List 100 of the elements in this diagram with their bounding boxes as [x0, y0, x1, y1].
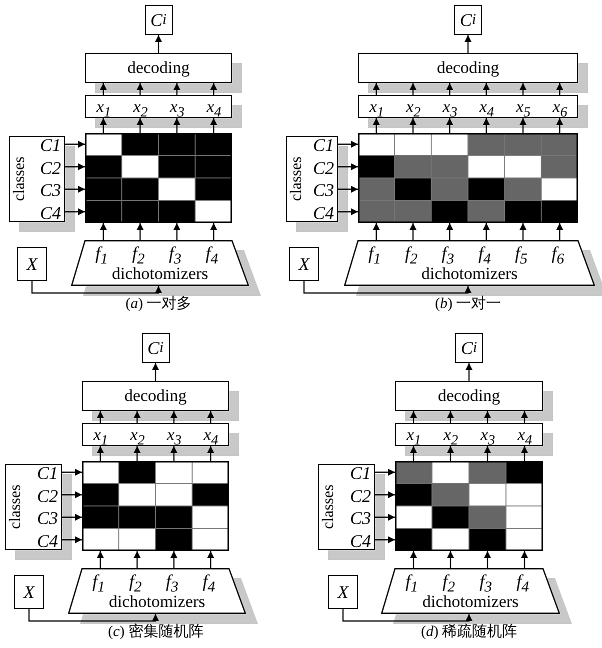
- arrow: [65, 163, 85, 170]
- class-label: C1: [312, 136, 334, 154]
- output-symbol: x$_{2}$: [406, 98, 421, 120]
- arrow: [484, 446, 491, 461]
- panel-caption: (c) 密集随机阵: [108, 625, 204, 640]
- class-label: C1: [350, 464, 371, 482]
- class-label: C3: [350, 509, 371, 528]
- classifier-label: f$_{3}$: [168, 244, 182, 268]
- arrow: [556, 83, 564, 95]
- classes-box: [318, 464, 375, 550]
- arrow: [210, 83, 218, 95]
- output-vector-box: [82, 423, 229, 446]
- arrow: [136, 83, 144, 95]
- arrow: [303, 281, 472, 294]
- arrow: [521, 446, 528, 461]
- arrow: [446, 223, 454, 240]
- arrow: [100, 223, 107, 240]
- arrow: [207, 411, 214, 423]
- box-label: dichotomizers: [421, 593, 520, 610]
- arrow: [100, 118, 107, 133]
- arrow: [372, 118, 380, 133]
- decoding-box: decoding: [82, 381, 229, 411]
- input-box: X: [14, 575, 44, 609]
- arrow: [410, 83, 416, 95]
- output-symbol: x$_{1}$: [93, 426, 108, 448]
- code-matrix: [395, 461, 543, 551]
- output-symbol: x$_{5}$: [516, 98, 531, 120]
- arrow: [152, 363, 159, 381]
- output-symbol: x$_{1}$: [406, 426, 422, 448]
- output-symbol: x$_{2}$: [133, 98, 148, 120]
- output-symbol: x$_{6}$: [552, 98, 568, 120]
- arrow: [410, 411, 417, 423]
- arrow: [338, 163, 358, 170]
- arrow: [65, 208, 85, 216]
- arrow: [521, 551, 528, 568]
- arrow: [338, 140, 358, 148]
- arrow: [410, 551, 417, 568]
- class-label: C4: [312, 204, 334, 222]
- arrow: [375, 536, 395, 544]
- classifier-label: f$_{4}$: [478, 244, 491, 268]
- arrow: [207, 551, 214, 568]
- arrow: [447, 551, 454, 568]
- arrow: [342, 609, 472, 622]
- box-label: classes: [8, 483, 24, 531]
- arrow: [62, 536, 82, 544]
- output-symbol: x$_{3}$: [480, 426, 496, 448]
- arrow: [170, 411, 178, 423]
- classifier-label: f$_{1}$: [406, 572, 418, 596]
- arrow: [447, 411, 454, 423]
- class-label: C2: [36, 486, 58, 505]
- arrow: [134, 446, 141, 461]
- arrow: [210, 223, 218, 240]
- arrow: [173, 223, 180, 240]
- arrow: [375, 514, 395, 521]
- classes-box: [286, 136, 338, 222]
- arrow: [556, 223, 564, 240]
- input-box: X: [289, 247, 319, 281]
- output-symbol: x$_{1}$: [96, 98, 111, 120]
- decoding-box: decoding: [358, 53, 578, 83]
- class-label: C2: [40, 158, 61, 177]
- classifier-label: f$_{3}$: [442, 244, 454, 268]
- box-label: dichotomizers: [110, 265, 210, 282]
- arrow: [62, 514, 82, 521]
- output-symbol: x$_{2}$: [130, 426, 145, 448]
- class-label: C3: [40, 181, 61, 200]
- panel-caption: (d) 稀疏随机阵: [421, 625, 518, 640]
- arrow: [484, 411, 491, 423]
- arrow: [210, 118, 218, 133]
- code-matrix: [85, 133, 232, 223]
- code-matrix: [82, 461, 229, 551]
- dichotomizers-trapezoid: [71, 240, 249, 286]
- arrow: [96, 551, 104, 568]
- box-label: dichotomizers: [108, 593, 206, 610]
- box-label: dichotomizers: [420, 265, 519, 282]
- arrow: [482, 223, 490, 240]
- arrow: [173, 83, 180, 95]
- arrow: [521, 411, 528, 423]
- classes-box: [9, 136, 65, 222]
- arrow: [136, 118, 144, 133]
- output-vector-box: [85, 95, 232, 118]
- arrow: [520, 223, 526, 240]
- output-vector-box: [395, 423, 543, 446]
- arrow: [207, 446, 214, 461]
- classes-box: [5, 464, 62, 550]
- input-box: X: [328, 575, 358, 609]
- arrow: [482, 83, 490, 95]
- class-label: C4: [40, 204, 61, 222]
- classifier-label: f$_{6}$: [552, 244, 564, 268]
- arrow: [134, 411, 141, 423]
- arrow: [170, 551, 178, 568]
- class-label: C3: [36, 509, 58, 528]
- arrow: [62, 491, 82, 498]
- classifier-label: f$_{2}$: [405, 244, 418, 268]
- classifier-label: f$_{2}$: [129, 572, 142, 596]
- arrow: [466, 363, 472, 381]
- output-symbol: x$_{4}$: [204, 426, 218, 448]
- arrow: [173, 118, 180, 133]
- arrow: [96, 446, 104, 461]
- arrow: [372, 83, 380, 95]
- box-label: classes: [12, 155, 28, 203]
